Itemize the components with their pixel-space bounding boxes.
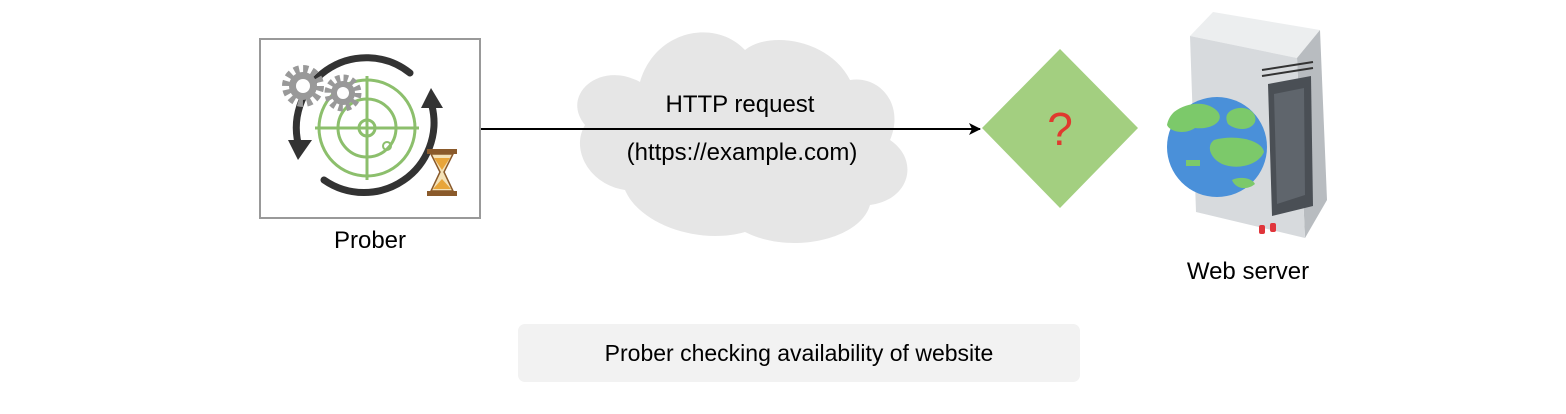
caption-text: Prober checking availability of website (605, 340, 994, 366)
gear-icon (282, 65, 362, 112)
refresh-arrows-icon (288, 54, 443, 197)
decision-symbol: ? (1047, 103, 1073, 155)
radar-icon (315, 76, 419, 180)
server-label: Web server (1187, 258, 1309, 285)
cloud-icon (577, 32, 908, 244)
prober-label: Prober (334, 227, 406, 254)
request-label-line2: (https://example.com) (627, 139, 858, 166)
caption-box (518, 324, 1080, 382)
globe-icon (1167, 97, 1267, 197)
prober-node (259, 38, 481, 219)
question-diamond-icon (982, 49, 1138, 208)
prober-icon (282, 54, 457, 197)
hourglass-icon (427, 149, 457, 196)
request-label-line1: HTTP request (666, 91, 815, 118)
